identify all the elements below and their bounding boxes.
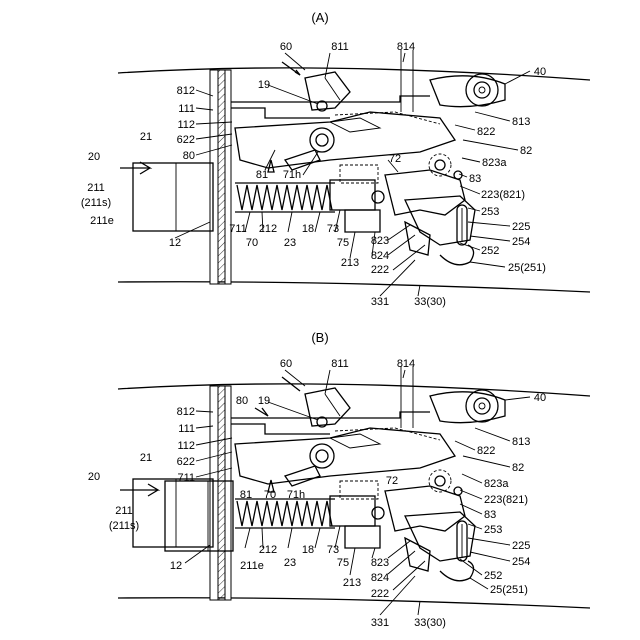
label-812: 812 [177,85,195,97]
panel-a-labels: 60 811 814 40 19 812 111 112 622 80 21 2… [81,41,546,308]
label-823a: 823a [484,478,509,490]
label-33: 33(30) [414,296,446,308]
label-81: 81 [240,489,252,501]
label-23: 23 [284,557,296,569]
label-814: 814 [397,41,415,53]
label-711: 711 [177,472,195,484]
label-822: 822 [477,126,495,138]
label-12: 12 [169,237,181,249]
label-813: 813 [512,116,530,128]
label-823a: 823a [482,157,507,169]
label-20: 20 [88,471,100,483]
label-213: 213 [341,257,359,269]
label-814: 814 [397,358,415,370]
label-70: 70 [246,237,258,249]
label-252: 252 [484,570,502,582]
label-18: 18 [302,223,314,235]
label-112: 112 [177,440,195,452]
label-223: 223(821) [481,189,525,201]
label-824: 824 [371,250,389,262]
label-12: 12 [170,560,182,572]
label-211: 211 [115,505,133,517]
label-40: 40 [534,392,546,404]
label-622: 622 [177,134,195,146]
label-80: 80 [236,395,248,407]
label-811: 811 [331,41,349,53]
label-83: 83 [469,173,481,185]
label-212: 212 [259,544,277,556]
label-80: 80 [183,150,195,162]
label-211s: (211s) [81,197,111,209]
label-72: 72 [389,153,401,165]
label-112: 112 [177,119,195,131]
label-253: 253 [484,524,502,536]
label-73: 73 [327,223,339,235]
label-824: 824 [371,572,389,584]
panel-b-labels: 60 811 814 40 80 19 812 111 112 622 711 … [88,358,546,629]
label-254: 254 [512,556,530,568]
label-813: 813 [512,436,530,448]
label-60: 60 [280,358,292,370]
label-822: 822 [477,445,495,457]
label-20: 20 [88,151,100,163]
label-223: 223(821) [484,494,528,506]
label-25: 25(251) [508,262,546,274]
label-211: 211 [87,182,105,194]
label-622: 622 [177,456,195,468]
label-25: 25(251) [490,584,528,596]
panel-a: (A) [81,10,590,308]
panel-b-title: (B) [311,330,328,345]
label-81: 81 [256,169,268,181]
panel-b-mechanism [118,366,590,608]
label-72: 72 [386,475,398,487]
label-71h: 71h [287,489,305,501]
label-823: 823 [371,235,389,247]
label-222: 222 [371,588,389,600]
label-253: 253 [481,206,499,218]
label-19: 19 [258,79,270,91]
label-211e: 211e [90,215,114,227]
label-18: 18 [302,544,314,556]
label-40: 40 [534,66,546,78]
label-83: 83 [484,509,496,521]
label-331: 331 [371,617,389,629]
label-33: 33(30) [414,617,446,629]
label-21: 21 [140,452,152,464]
label-823: 823 [371,557,389,569]
label-252: 252 [481,245,499,257]
label-222: 222 [371,264,389,276]
label-23: 23 [284,237,296,249]
label-211e: 211e [240,560,264,572]
label-111: 111 [178,103,195,115]
label-70: 70 [264,489,276,501]
label-212: 212 [259,223,277,235]
panel-b-arrow-80 [255,408,268,416]
label-21: 21 [140,131,152,143]
panel-a-title: (A) [311,10,328,25]
label-811: 811 [331,358,349,370]
label-331: 331 [371,296,389,308]
label-211s: (211s) [109,520,139,532]
label-19: 19 [258,395,270,407]
panel-b-arrow-20 [120,484,158,496]
label-82: 82 [512,462,524,474]
panel-b: (B) [88,330,590,629]
label-213: 213 [343,577,361,589]
label-111: 111 [178,423,195,435]
label-60: 60 [280,41,292,53]
label-812: 812 [177,406,195,418]
label-225: 225 [512,540,530,552]
label-75: 75 [337,237,349,249]
panel-a-arrow-20 [120,162,150,174]
label-711: 711 [229,223,247,235]
label-75: 75 [337,557,349,569]
label-254: 254 [512,236,530,248]
label-225: 225 [512,221,530,233]
label-71h: 71h [283,169,301,181]
label-73: 73 [327,544,339,556]
label-82: 82 [520,145,532,157]
